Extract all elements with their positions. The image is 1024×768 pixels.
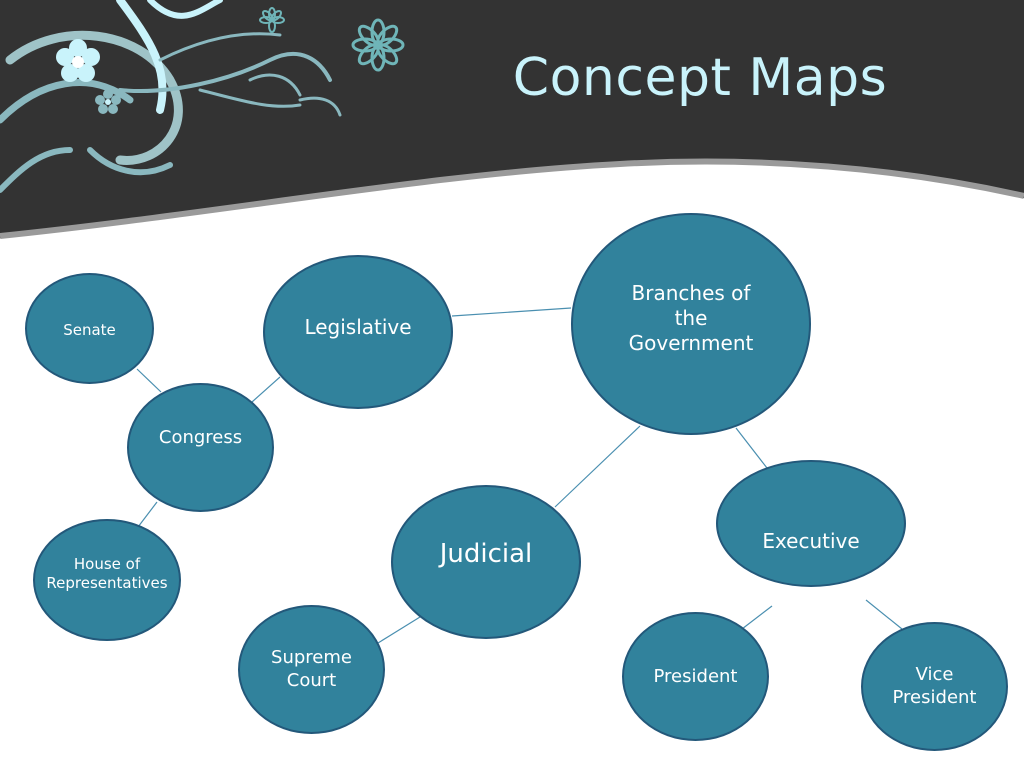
node-house-of-representatives: House of Representatives (33, 519, 181, 641)
connector-executive-vice-president (865, 599, 903, 630)
connector-branches-legislative (451, 307, 572, 317)
connector-branches-executive (735, 427, 768, 469)
header-wave-edge (0, 158, 1024, 239)
node-label: Branches of the Government (628, 281, 754, 355)
node-label: Senate (63, 321, 116, 339)
node-label: President (653, 666, 738, 687)
node-executive: Executive (716, 460, 906, 587)
header-background (0, 0, 1024, 238)
node-branches-of-government: Branches of the Government (571, 213, 811, 435)
node-senate: Senate (25, 273, 154, 384)
flower-icon (95, 89, 121, 114)
connector-judicial-supreme-court (377, 616, 421, 644)
node-label: House of Representatives (46, 555, 168, 592)
node-label: Legislative (304, 315, 412, 339)
connector-branches-judicial (554, 425, 641, 508)
connector-congress-senate (136, 368, 162, 393)
header-banner (0, 0, 1024, 239)
node-judicial: Judicial (391, 485, 581, 639)
node-label: Congress (158, 427, 243, 448)
node-label: Supreme Court (271, 647, 352, 691)
connector-executive-president (741, 605, 773, 630)
node-supreme-court: Supreme Court (238, 605, 385, 734)
node-legislative: Legislative (263, 255, 453, 409)
connector-legislative-congress (251, 376, 281, 403)
node-congress: Congress (127, 383, 274, 512)
node-label: Vice President (892, 664, 977, 708)
node-label: Judicial (439, 539, 533, 569)
slide-title: Concept Maps (512, 48, 888, 108)
node-label: Executive (762, 529, 860, 553)
floral-ornament (0, 0, 342, 193)
flower-icon (259, 7, 285, 33)
flower-icon (351, 18, 405, 72)
node-vice-president: Vice President (861, 622, 1008, 751)
flower-icon (56, 39, 100, 82)
connector-congress-house (137, 501, 158, 528)
node-president: President (622, 612, 769, 741)
